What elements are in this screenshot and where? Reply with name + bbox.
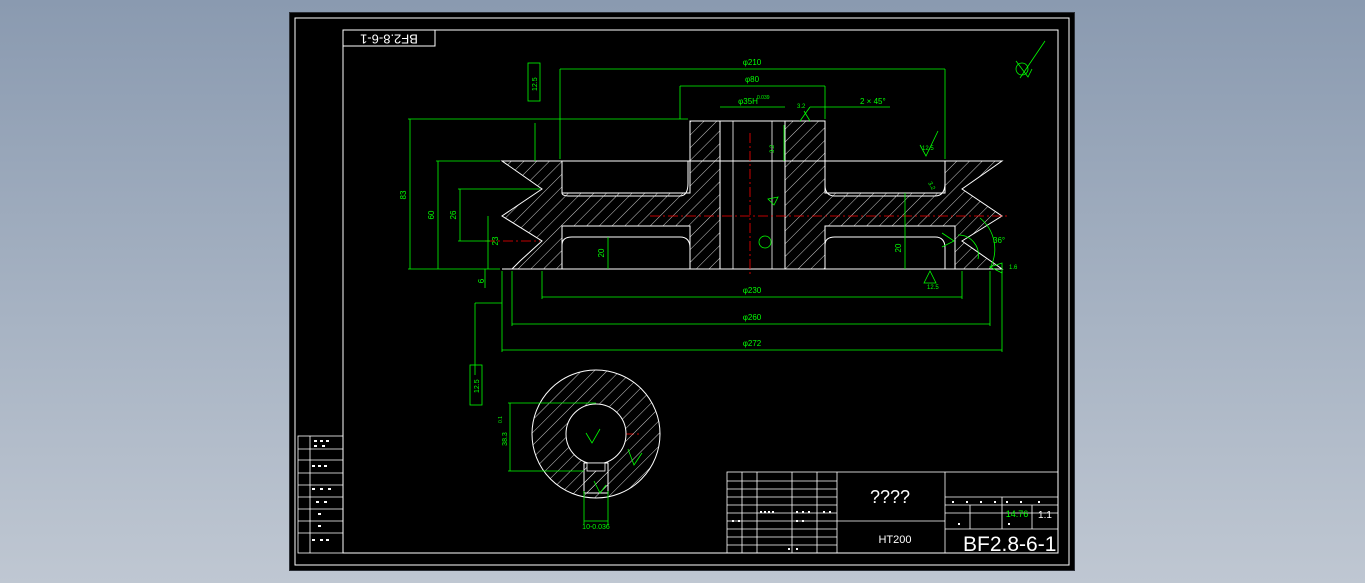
finish-32-rim: 3.2	[926, 181, 936, 192]
dim-bore-tol: 0.1	[498, 416, 504, 423]
dim-h20-left: 20	[597, 248, 606, 257]
dim-h20-right: 20	[894, 243, 903, 252]
dim-h83: 83	[399, 190, 408, 199]
left-rim-section	[500, 120, 721, 270]
dim-keyway-width: 10-0.036	[582, 524, 610, 531]
finish-32-hub: 3.2	[770, 144, 776, 153]
outer-frame	[294, 17, 1070, 566]
dim-d260: φ260	[743, 313, 762, 322]
finish-box-top: 12.5	[532, 77, 539, 91]
drawing-canvas[interactable]: BF2.8-6-1	[290, 13, 1074, 570]
title-block	[726, 471, 1059, 554]
cad-drawing-viewport[interactable]: BF2.8-6-1	[290, 13, 1074, 570]
part-name: ????	[870, 487, 910, 507]
finish-125-top: 12.5	[922, 146, 934, 152]
dim-d35: φ35H	[738, 97, 758, 106]
mass-value: 14.76	[1006, 509, 1029, 519]
dim-angle: 36°	[993, 236, 1005, 245]
material-label: HT200	[878, 534, 911, 546]
dimension-lines	[408, 40, 1046, 375]
finish-125-bottom: 12.5	[927, 285, 939, 291]
dim-d35-tol: 0.039	[757, 95, 770, 101]
rotated-drawing-number: BF2.8-6-1	[360, 32, 418, 47]
dim-d210: φ210	[743, 58, 762, 67]
dimension-texts: φ210 φ80 φ35H 0.039 2 × 45° φ230 φ260 φ2…	[399, 58, 1018, 348]
end-view	[531, 369, 661, 499]
pulley-section	[500, 120, 1004, 270]
binding-column	[297, 435, 344, 554]
end-view-bore	[565, 403, 627, 465]
finish-16: 1.6	[1009, 265, 1018, 271]
drawing-number: BF2.8-6-1	[963, 533, 1056, 556]
dim-d230: φ230	[743, 286, 762, 295]
scale-value: 1:1	[1038, 510, 1052, 521]
title-block-marks	[732, 501, 1040, 550]
end-view-dims	[508, 402, 643, 525]
dim-chamfer: 2 × 45°	[860, 97, 886, 106]
inner-frame	[342, 29, 1059, 554]
dim-h6: 6	[477, 278, 486, 283]
end-view-texts: 38.3 0.1 10-0.036	[498, 416, 610, 531]
dim-bore-depth: 38.3	[502, 432, 509, 446]
finish-box-bottom: 12.5	[474, 379, 481, 393]
bore	[719, 120, 786, 270]
finish-leader-boxes	[469, 62, 541, 406]
finish-32-top: 3.2	[797, 104, 806, 110]
dim-d80: φ80	[745, 75, 760, 84]
dim-h23: 23	[491, 236, 500, 245]
dim-h60: 60	[427, 210, 436, 219]
dim-h26: 26	[449, 210, 458, 219]
dim-d272: φ272	[743, 339, 762, 348]
rotated-number-box	[342, 29, 436, 47]
binding-column-marks	[312, 440, 331, 541]
